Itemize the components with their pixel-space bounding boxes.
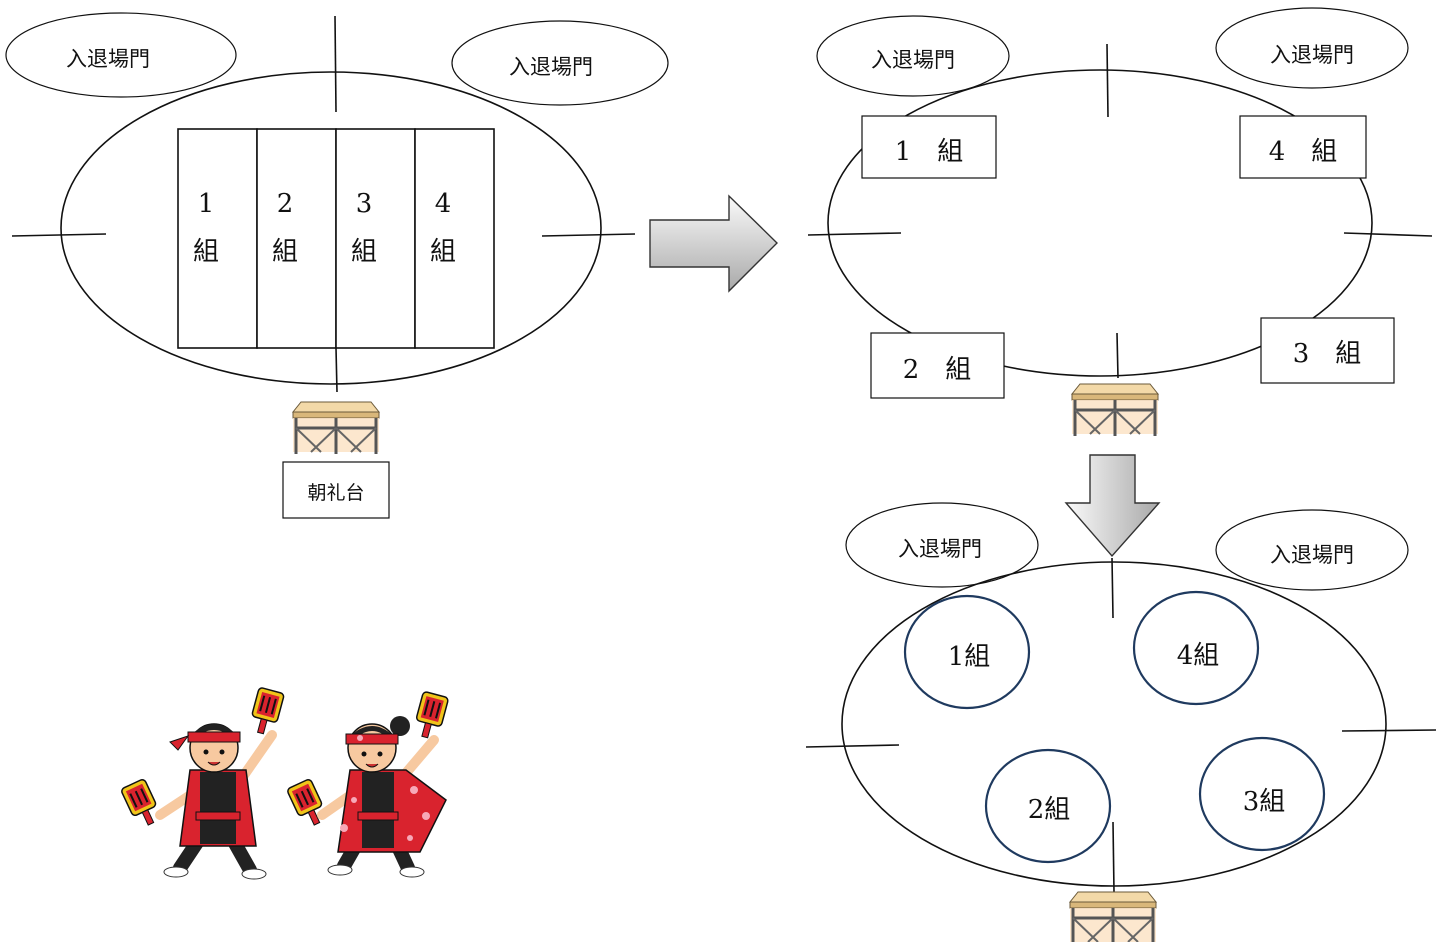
- gate-ellipse-left: [816, 15, 1010, 97]
- class-column-number: 3: [356, 189, 373, 219]
- class-box-1: [861, 115, 997, 179]
- gate-label: 入退場門: [66, 47, 150, 71]
- class-circle-label: 2組: [1028, 795, 1071, 825]
- field-track-ellipse: [60, 71, 602, 385]
- class-column-number: 2: [277, 189, 294, 219]
- class-column-kumi: 組: [272, 237, 298, 267]
- class-circle-label: 4組: [1177, 641, 1220, 671]
- dancer-girl-icon: [287, 691, 449, 878]
- gate-label: 入退場門: [509, 55, 593, 79]
- field-marker-bottom: [1116, 332, 1119, 379]
- panel-1-initial-formation: 入退場門 入退場門 1 組 2 組 3 組 4 組 朝礼台: [5, 12, 669, 519]
- field-marker-bottom: [335, 347, 338, 393]
- class-box-4: [1239, 115, 1367, 179]
- gate-label: 入退場門: [1270, 43, 1354, 67]
- class-circle-3: [1198, 736, 1326, 852]
- field-marker-right: [1343, 232, 1433, 237]
- field-marker-left: [807, 232, 902, 236]
- stand-label: 朝礼台: [307, 482, 364, 504]
- stand-label-box: [282, 461, 390, 519]
- class-column-number: 4: [435, 189, 452, 219]
- class-circle-4: [1132, 590, 1260, 706]
- gate-label: 入退場門: [1270, 543, 1354, 567]
- class-box-label: 4 組: [1269, 137, 1338, 167]
- class-column-3: [335, 128, 416, 349]
- class-box-label: 2 組: [903, 355, 972, 385]
- field-marker-bottom: [1112, 821, 1115, 893]
- panel-2-corner-formation: 入退場門 入退場門 1 組 4 組 2 組 3 組: [807, 7, 1433, 438]
- field-marker-top: [1106, 43, 1109, 118]
- morning-assembly-stand-icon: [1070, 382, 1160, 438]
- class-circle-label: 3組: [1243, 787, 1286, 817]
- gate-label: 入退場門: [898, 537, 982, 561]
- gate-ellipse-left: [5, 12, 237, 98]
- right-arrow-icon: [649, 194, 778, 293]
- down-arrow-icon: [1064, 454, 1161, 558]
- gate-ellipse-left: [845, 502, 1039, 588]
- field-marker-right: [1341, 729, 1437, 732]
- class-circle-1: [903, 594, 1031, 710]
- class-column-2: [256, 128, 337, 349]
- class-circle-label: 1組: [948, 642, 991, 672]
- field-marker-top: [334, 15, 337, 113]
- class-box-label: 3 組: [1293, 339, 1362, 369]
- yosakoi-dancers-illustration: [121, 687, 449, 880]
- panel-3-circle-formation: 入退場門 入退場門 1組 4組 2組 3組: [805, 502, 1437, 942]
- class-circle-2: [984, 748, 1112, 864]
- class-columns: 1 組 2 組 3 組 4 組: [177, 128, 495, 349]
- dancer-boy-icon: [121, 687, 285, 880]
- class-column-kumi: 組: [193, 237, 219, 267]
- field-marker-right: [541, 233, 636, 237]
- field-marker-left: [805, 744, 900, 748]
- gate-ellipse-right: [451, 20, 669, 106]
- gate-label: 入退場門: [871, 48, 955, 72]
- class-box-label: 1 組: [895, 137, 964, 167]
- class-box-2: [870, 332, 1005, 399]
- field-marker-top: [1111, 557, 1114, 619]
- class-column-number: 1: [198, 189, 215, 219]
- gate-ellipse-right: [1215, 7, 1409, 89]
- class-column-4: [414, 128, 495, 349]
- class-column-kumi: 組: [430, 237, 456, 267]
- morning-assembly-stand-icon: [291, 400, 381, 456]
- class-column-kumi: 組: [351, 237, 377, 267]
- gate-ellipse-right: [1215, 509, 1409, 591]
- class-column-1: [177, 128, 258, 349]
- morning-assembly-stand-icon: [1068, 890, 1158, 942]
- field-track-ellipse: [827, 69, 1373, 377]
- field-marker-left: [11, 233, 107, 237]
- class-box-3: [1260, 317, 1395, 384]
